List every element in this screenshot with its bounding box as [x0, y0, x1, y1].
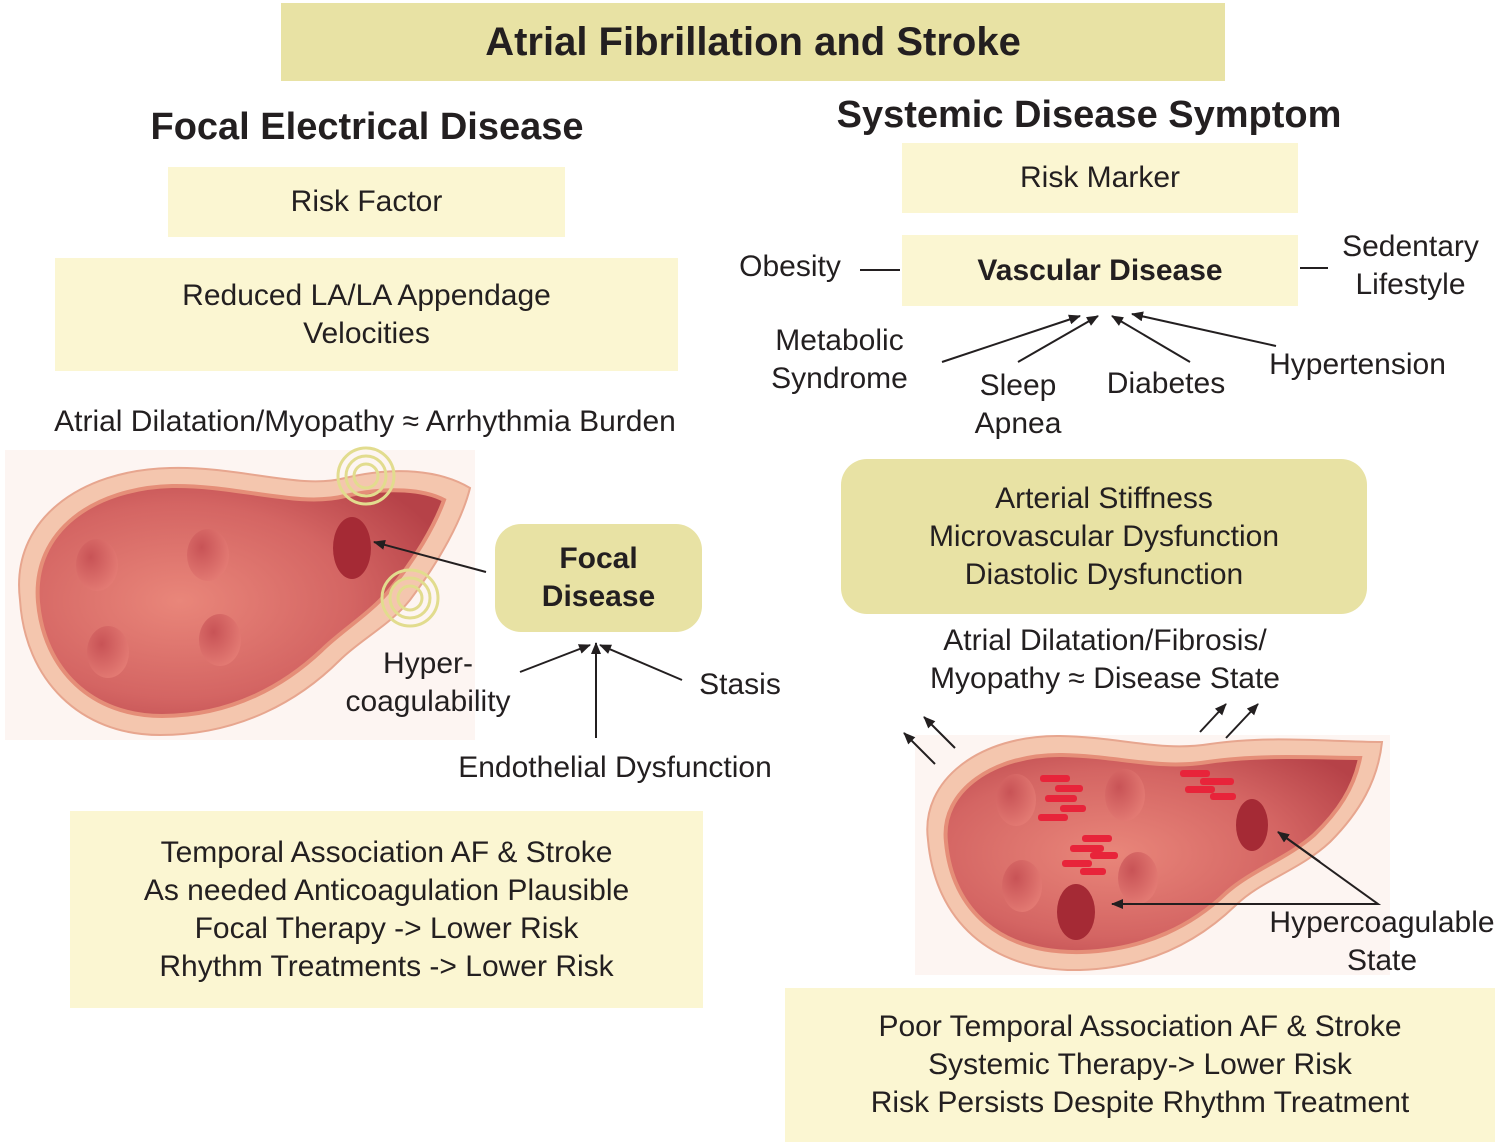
fibrosis-patch-left [1038, 775, 1086, 821]
sleep-line-1: Sleep [979, 369, 1057, 402]
right-heading: Systemic Disease Symptom [836, 94, 1342, 136]
endothelial-dysfunction-label: Endothelial Dysfunction [458, 751, 772, 784]
focal-disease-box: Focal Disease [495, 524, 702, 632]
sleep-line-2: Apnea [974, 407, 1062, 440]
hypercoagulability-line-1: Hyper- [382, 647, 473, 680]
electrical-halo-top [336, 446, 396, 506]
diagram-title: Atrial Fibrillation and Stroke [485, 19, 1021, 64]
left-summary-line-4: Rhythm Treatments -> Lower Risk [159, 949, 614, 983]
risk-factor-box: Risk Factor [168, 167, 565, 237]
title-banner: Atrial Fibrillation and Stroke [281, 3, 1225, 81]
hypercoagulable-state-label: Hypercoagulable State [1262, 904, 1500, 980]
left-heading: Focal Electrical Disease [150, 106, 584, 148]
arrow-dilatation-4 [1225, 703, 1259, 739]
right-atrium-thrombus [1057, 884, 1095, 940]
risk-factor-label: Risk Factor [290, 185, 443, 218]
vascular-disease-box: Vascular Disease [902, 235, 1298, 306]
right-appendage-thrombus [1236, 799, 1268, 851]
hypertension-label: Hypertension [1269, 348, 1446, 381]
stiffness-line-2: Microvascular Dysfunction [928, 519, 1280, 553]
right-summary-line-1: Poor Temporal Association AF & Stroke [878, 1010, 1402, 1043]
risk-marker-label: Risk Marker [1019, 161, 1180, 194]
stiffness-line-1: Arterial Stiffness [995, 481, 1213, 515]
focal-disease-line-1: Focal [559, 542, 638, 575]
right-atrium-ostium-2 [1105, 769, 1145, 821]
arrow-hypercoag-to-focal [519, 644, 591, 673]
disease-state-label: Atrial Dilatation/Fibrosis/ Myopathy ≈ D… [900, 622, 1310, 698]
hypercoagulable-bracket [1112, 831, 1382, 905]
sedentary-line-1: Sedentary [1342, 230, 1479, 263]
hypercoagulability-label: Hyper- coagulability [338, 645, 518, 721]
velocities-box: Reduced LA/LA Appendage Velocities [55, 258, 678, 371]
right-summary-line-2: Systemic Therapy-> Lower Risk [928, 1048, 1352, 1081]
right-atrium-ostium-3 [1002, 860, 1042, 912]
arterial-stiffness-box: Arterial Stiffness Microvascular Dysfunc… [841, 459, 1367, 614]
arrow-hypertension [1131, 311, 1277, 347]
arrow-focal-to-thrombus [373, 540, 487, 573]
arrow-dilatation-3 [1199, 703, 1227, 733]
fibrosis-patch-center [1062, 835, 1118, 875]
sedentary-line-2: Lifestyle [1355, 268, 1466, 301]
arrhythmia-burden-label: Atrial Dilatation/Myopathy ≈ Arrhythmia … [54, 405, 676, 438]
stiffness-line-3: Diastolic Dysfunction [964, 557, 1244, 591]
fibrosis-patch-right [1180, 770, 1236, 800]
left-appendage-thrombus [333, 517, 371, 579]
disease-state-line-2: Myopathy ≈ Disease State [930, 662, 1280, 695]
right-summary-line-3: Risk Persists Despite Rhythm Treatment [870, 1086, 1410, 1119]
left-summary-line-2: As needed Anticoagulation Plausible [143, 873, 630, 907]
obesity-label: Obesity [739, 250, 841, 283]
velocities-line-2: Velocities [303, 316, 430, 350]
sleep-apnea-label: Sleep Apnea [958, 367, 1078, 443]
left-atrium-ostium-1 [76, 539, 118, 591]
electrical-halo-bottom [380, 568, 440, 628]
left-atrium-ostium-3 [87, 626, 129, 678]
hypercoagulable-line-1: Hypercoagulable [1269, 906, 1495, 939]
arrow-stasis-to-focal [599, 644, 683, 681]
arrow-dilatation-2 [903, 732, 936, 765]
metabolic-line-2: Syndrome [771, 362, 908, 395]
arrow-dilatation-1 [923, 716, 956, 749]
vascular-disease-label: Vascular Disease [977, 253, 1223, 287]
focal-disease-line-2: Disease [541, 580, 656, 613]
left-atrium-ostium-4 [199, 614, 241, 666]
hypercoagulable-line-2: State [1346, 944, 1418, 977]
right-summary-box: Poor Temporal Association AF & Stroke Sy… [785, 988, 1495, 1142]
left-atrium-ostium-2 [187, 529, 229, 581]
arrow-metabolic [941, 314, 1081, 363]
arrow-to-appendage-thrombus [1277, 831, 1321, 863]
disease-state-line-1: Atrial Dilatation/Fibrosis/ [943, 624, 1267, 657]
diabetes-label: Diabetes [1106, 367, 1226, 400]
left-summary-line-1: Temporal Association AF & Stroke [160, 835, 613, 869]
risk-marker-box: Risk Marker [902, 143, 1298, 213]
velocities-line-1: Reduced LA/LA Appendage [182, 278, 551, 312]
right-atrium-ostium-1 [996, 774, 1036, 826]
metabolic-syndrome-label: Metabolic Syndrome [762, 322, 917, 398]
left-summary-box: Temporal Association AF & Stroke As need… [70, 811, 703, 1008]
stasis-label: Stasis [699, 668, 781, 701]
right-atrium-ostium-4 [1118, 852, 1158, 904]
hypercoagulability-line-2: coagulability [345, 685, 511, 718]
left-summary-line-3: Focal Therapy -> Lower Risk [194, 911, 579, 945]
arrow-sleep [1017, 315, 1099, 363]
arrow-diabetes [1111, 315, 1191, 363]
sedentary-lifestyle-label: Sedentary Lifestyle [1328, 228, 1493, 304]
metabolic-line-1: Metabolic [775, 324, 904, 357]
